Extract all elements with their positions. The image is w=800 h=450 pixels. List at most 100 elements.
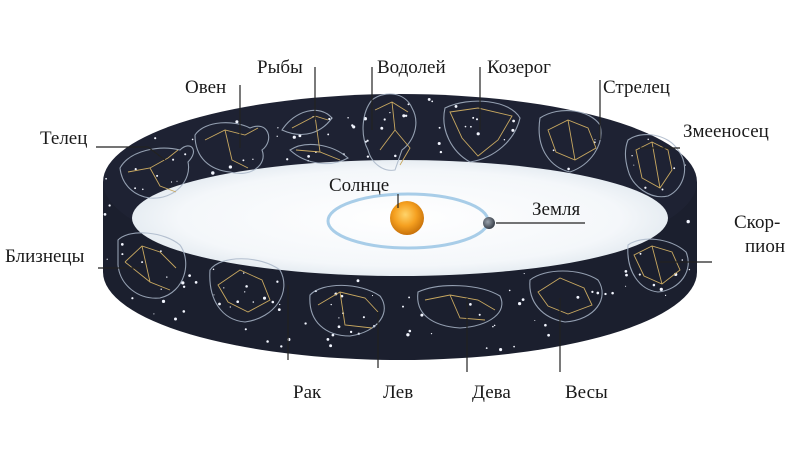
star xyxy=(681,259,684,261)
capricorn-figure xyxy=(443,100,521,163)
star xyxy=(212,268,215,271)
star xyxy=(121,253,124,256)
star xyxy=(252,301,255,303)
star xyxy=(511,128,515,132)
star xyxy=(406,333,410,337)
star xyxy=(624,270,628,273)
star xyxy=(176,180,178,182)
star xyxy=(326,338,330,341)
star xyxy=(499,348,503,352)
star xyxy=(182,310,186,313)
star xyxy=(611,291,614,295)
star xyxy=(686,219,690,224)
star xyxy=(328,117,331,121)
star xyxy=(330,303,332,306)
sagittarius-figure xyxy=(538,110,602,173)
leo-figure xyxy=(309,284,385,337)
star xyxy=(625,273,628,277)
star xyxy=(492,325,494,328)
star xyxy=(673,167,676,170)
star xyxy=(664,294,667,297)
star xyxy=(134,168,137,171)
star xyxy=(454,104,458,108)
aquarius-figure xyxy=(362,93,417,171)
star xyxy=(108,204,111,207)
star xyxy=(161,299,166,304)
aries-figure xyxy=(194,122,270,174)
star xyxy=(244,328,247,331)
star xyxy=(347,117,349,119)
star xyxy=(478,313,481,316)
star xyxy=(431,100,434,103)
star xyxy=(142,188,144,191)
star xyxy=(508,289,511,292)
star xyxy=(218,302,221,306)
label-deva: Дева xyxy=(472,382,511,403)
star xyxy=(131,297,134,300)
leader-lines xyxy=(96,67,712,372)
star xyxy=(576,295,580,299)
star xyxy=(439,150,443,154)
star xyxy=(243,272,245,274)
star xyxy=(438,126,441,129)
star xyxy=(229,306,231,308)
pisces-figure xyxy=(281,109,349,165)
star xyxy=(106,258,108,260)
star xyxy=(485,347,488,349)
star xyxy=(174,317,177,321)
star xyxy=(349,330,353,334)
star xyxy=(276,135,278,137)
star xyxy=(407,103,410,106)
star xyxy=(277,308,281,311)
star xyxy=(235,120,239,124)
star xyxy=(389,111,391,114)
star xyxy=(594,139,596,141)
star xyxy=(430,332,433,335)
label-oven: Овен xyxy=(185,77,226,98)
star xyxy=(366,155,370,158)
star xyxy=(596,291,600,295)
star xyxy=(366,139,369,142)
zodiac-ring xyxy=(103,94,697,360)
star xyxy=(437,141,441,146)
star xyxy=(659,287,663,292)
star xyxy=(371,295,374,297)
star xyxy=(402,305,404,308)
star xyxy=(242,159,245,162)
star xyxy=(160,288,162,290)
star xyxy=(427,97,431,101)
star xyxy=(534,319,536,322)
star xyxy=(292,135,296,139)
star xyxy=(625,285,627,287)
star xyxy=(567,167,570,171)
sun xyxy=(390,201,424,235)
star xyxy=(211,171,215,175)
star xyxy=(464,125,467,128)
star xyxy=(245,285,248,288)
label-vodoley: Водолей xyxy=(377,57,446,78)
star xyxy=(307,155,310,158)
label-telec: Телец xyxy=(40,128,87,149)
star xyxy=(652,283,656,287)
star xyxy=(631,154,633,157)
label-zemlya: Земля xyxy=(532,199,580,220)
star xyxy=(591,290,594,294)
star xyxy=(134,187,137,190)
star xyxy=(380,126,384,130)
star xyxy=(166,276,168,278)
star xyxy=(286,158,289,161)
star xyxy=(213,294,215,296)
label-bliznecy: Близнецы xyxy=(5,246,85,267)
star xyxy=(327,133,330,136)
star xyxy=(420,313,424,317)
star xyxy=(156,174,159,177)
star xyxy=(476,132,480,136)
star xyxy=(154,137,157,140)
star xyxy=(493,324,496,327)
star xyxy=(475,118,479,121)
star xyxy=(172,158,175,161)
cancer-figure xyxy=(209,258,285,323)
star xyxy=(402,114,406,118)
star xyxy=(279,303,281,306)
